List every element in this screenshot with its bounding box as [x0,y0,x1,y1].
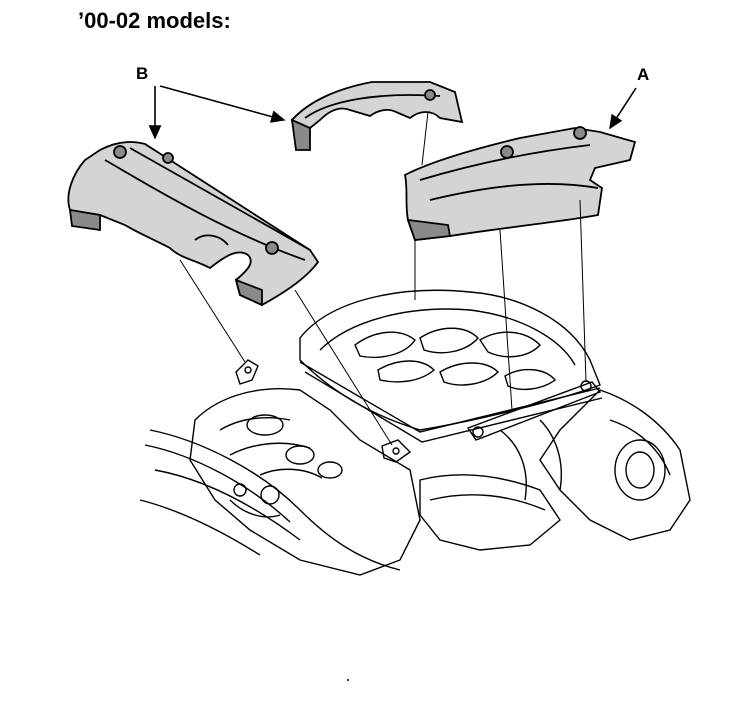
alignment-lines [179,111,587,446]
arrow-a-to-right-cover [609,87,637,130]
section-heading: ’00-02 models: [78,8,231,33]
leader-arrows [148,85,637,140]
left-engine-cover [67,141,320,307]
right-engine-cover [403,126,637,241]
top-engine-cover [290,81,464,151]
stray-dot [347,679,349,681]
callout-label-a: A [637,65,649,84]
callout-label-b: B [136,64,148,83]
arrow-b-to-top-cover [159,85,286,123]
engine-assembly [139,289,691,576]
